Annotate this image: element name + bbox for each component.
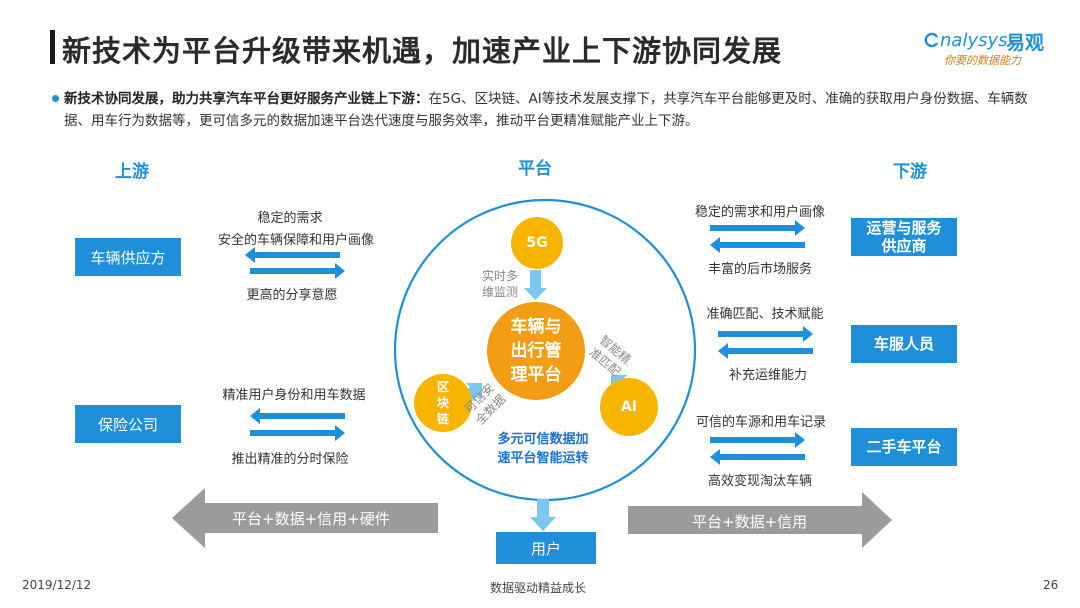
box-insurance-company: 保险公司 xyxy=(75,405,181,443)
bullet-dot-icon xyxy=(52,95,59,102)
intro-text: 在5G、区块链、AI等技术发展支撑下，共享汽车平台能够更及时、准确的获取用户身份… xyxy=(64,91,1028,129)
ring-caption: 多元可信数据加 速平台智能运转 xyxy=(497,432,589,466)
downstream-flow-2-arrows xyxy=(718,326,813,359)
page-title: 新技术为平台升级带来机遇，加速产业上下游协同发展 xyxy=(62,34,783,68)
arrow-to-user xyxy=(530,499,556,531)
platform-core-node: 车辆与 出行管 理平台 xyxy=(487,302,585,400)
upstream-flow-1-top-2: 安全的车辆保障和用户画像 xyxy=(218,233,375,248)
logo-swirl-icon xyxy=(924,32,939,48)
downstream-flow-3-bottom: 高效变现淘汰车辆 xyxy=(707,474,812,489)
downstream-flow-3-top: 可信的车源和用车记录 xyxy=(695,415,826,430)
heading-platform: 平台 xyxy=(518,159,552,179)
footer-date: 2019/12/12 xyxy=(22,578,92,592)
gray-arrow-right-label: 平台+数据+信用 xyxy=(692,513,808,531)
label-realtime-monitoring: 实时多 维监测 xyxy=(481,269,518,299)
upstream-flow-1-arrows xyxy=(245,247,345,279)
upstream-flow-2-top: 精准用户身份和用车数据 xyxy=(222,388,366,403)
heading-upstream: 上游 xyxy=(115,162,149,182)
footer-slogan: 数据驱动精益成长 xyxy=(490,581,587,595)
downstream-flow-3-arrows xyxy=(710,432,805,465)
upstream-flow-2-bottom: 推出精准的分时保险 xyxy=(231,452,349,467)
gray-arrow-right xyxy=(628,492,892,548)
title-accent-bar xyxy=(50,30,55,64)
box-ops-service-supplier: 运营与服务 供应商 xyxy=(851,218,957,256)
downstream-flow-2-top: 准确匹配、技术赋能 xyxy=(706,307,824,322)
box-car-service-staff: 车服人员 xyxy=(851,325,957,363)
gray-arrow-left xyxy=(172,488,438,548)
logo-tagline: 你要的数据能力 xyxy=(944,54,1021,67)
logo-brand-cn: 易观 xyxy=(1006,32,1045,54)
logo-brand-en: nalysys xyxy=(940,30,1008,51)
downstream-flow-1-bottom: 丰富的后市场服务 xyxy=(707,262,812,277)
box-user: 用户 xyxy=(496,532,596,564)
node-ai: AI xyxy=(600,378,658,436)
heading-downstream: 下游 xyxy=(893,162,927,182)
upstream-flow-1-bottom: 更高的分享意愿 xyxy=(246,288,338,303)
analysys-logo: nalysys 易观 你要的数据能力 xyxy=(924,30,1056,70)
gray-arrow-left-label: 平台+数据+信用+硬件 xyxy=(232,510,390,528)
box-used-car-platform: 二手车平台 xyxy=(851,428,957,466)
node-blockchain: 区 块 链 xyxy=(414,374,472,432)
footer-page-number: 26 xyxy=(1043,578,1059,592)
intro-lead: 新技术协同发展，助力共享汽车平台更好服务产业链上下游： xyxy=(64,91,429,107)
box-vehicle-supplier: 车辆供应方 xyxy=(75,238,181,276)
downstream-flow-2-bottom: 补充运维能力 xyxy=(728,368,807,383)
downstream-flow-1-arrows xyxy=(710,220,805,253)
node-5g: 5G xyxy=(511,217,563,269)
inner-arrow-5g xyxy=(524,270,547,300)
downstream-flow-1-top: 稳定的需求和用户画像 xyxy=(694,205,825,220)
upstream-flow-1-top-1: 稳定的需求 xyxy=(257,211,323,226)
intro-paragraph: 新技术协同发展，助力共享汽车平台更好服务产业链上下游：在5G、区块链、AI等技术… xyxy=(52,88,1039,132)
upstream-flow-2-arrows xyxy=(250,408,345,441)
